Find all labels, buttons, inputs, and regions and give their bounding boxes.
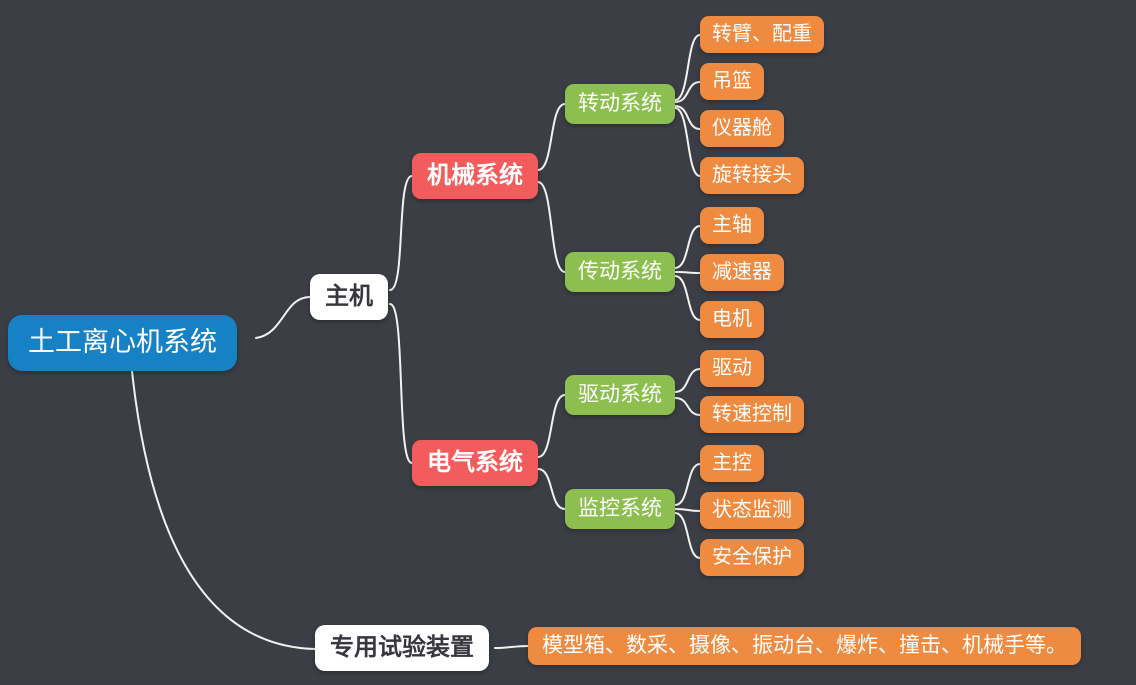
node-rotation-system[interactable]: 转动系统 xyxy=(565,84,675,125)
node-safety-protection[interactable]: 安全保护 xyxy=(700,539,804,576)
connector xyxy=(674,397,701,416)
connector xyxy=(674,368,701,393)
connector xyxy=(674,463,701,506)
connector xyxy=(537,468,566,510)
node-instrument-cabin[interactable]: 仪器舱 xyxy=(700,110,784,147)
node-main-control[interactable]: 主控 xyxy=(700,445,764,482)
connector xyxy=(255,296,311,339)
node-electrical-system[interactable]: 电气系统 xyxy=(412,440,538,486)
node-status-monitoring[interactable]: 状态监测 xyxy=(700,492,804,529)
node-rotating-arm-counterweight[interactable]: 转臂、配重 xyxy=(700,16,824,53)
node-special-devices-list[interactable]: 模型箱、数采、摄像、振动台、爆炸、撞击、机械手等。 xyxy=(528,627,1081,666)
connector xyxy=(674,81,701,103)
node-motor[interactable]: 电机 xyxy=(700,301,764,338)
node-drive[interactable]: 驱动 xyxy=(700,350,764,387)
connector xyxy=(494,645,529,649)
connector xyxy=(674,508,701,512)
connector xyxy=(537,103,566,171)
connector xyxy=(674,34,701,101)
connector xyxy=(674,107,701,177)
connector xyxy=(674,271,701,274)
connector xyxy=(674,275,701,321)
node-monitoring-system[interactable]: 监控系统 xyxy=(565,489,675,530)
node-speed-control[interactable]: 转速控制 xyxy=(700,396,804,433)
connector xyxy=(674,512,701,559)
node-transmission-system[interactable]: 传动系统 xyxy=(565,252,675,293)
connector xyxy=(389,303,413,464)
node-reducer[interactable]: 减速器 xyxy=(700,254,784,291)
connector xyxy=(389,175,413,291)
node-root[interactable]: 土工离心机系统 xyxy=(8,315,237,371)
connector xyxy=(131,370,316,650)
node-drive-system[interactable]: 驱动系统 xyxy=(565,375,675,416)
node-hanging-basket[interactable]: 吊篮 xyxy=(700,63,764,100)
node-main-shaft[interactable]: 主轴 xyxy=(700,207,764,244)
connector xyxy=(537,394,566,458)
connector xyxy=(537,181,566,273)
node-special-test-devices[interactable]: 专用试验装置 xyxy=(315,625,489,671)
connector xyxy=(674,105,701,130)
node-host[interactable]: 主机 xyxy=(310,274,388,320)
node-mechanical-system[interactable]: 机械系统 xyxy=(412,153,538,199)
connector xyxy=(674,225,701,269)
node-rotary-joint[interactable]: 旋转接头 xyxy=(700,157,804,194)
